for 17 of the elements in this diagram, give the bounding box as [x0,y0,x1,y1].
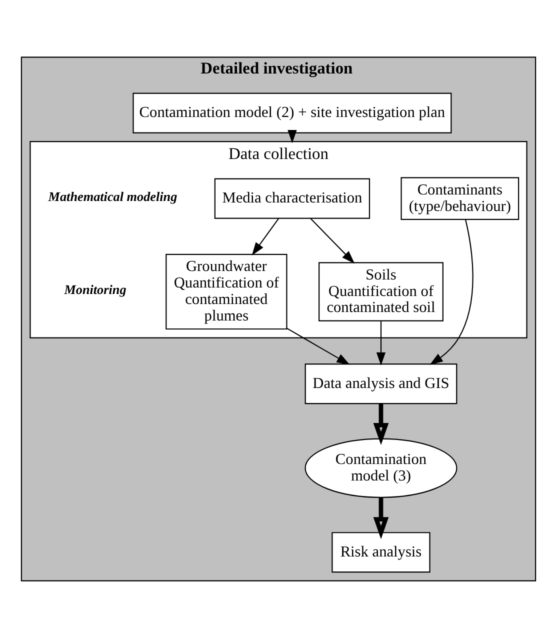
arrow [373,403,389,445]
arrow [286,327,350,364]
node-box: Contaminants (type/behaviour) [400,176,520,220]
node-box: Media characterisation [214,178,370,218]
node-box: Soils Quantification of contaminated soil [318,262,444,321]
label: Monitoring [64,282,126,297]
arrow [310,218,355,264]
arrow [430,218,474,364]
node-ellipse: Contamination model (3) [304,438,458,498]
arrow [288,130,297,143]
arrow [252,218,280,255]
node-box: Groundwater Quantification of contaminated plumes [166,253,288,330]
arrow [373,497,389,539]
node-box: Data analysis and GIS [304,363,458,404]
node-box: Risk analysis [332,532,430,572]
arrow [376,320,386,365]
label: Mathematical modeling [48,188,178,204]
